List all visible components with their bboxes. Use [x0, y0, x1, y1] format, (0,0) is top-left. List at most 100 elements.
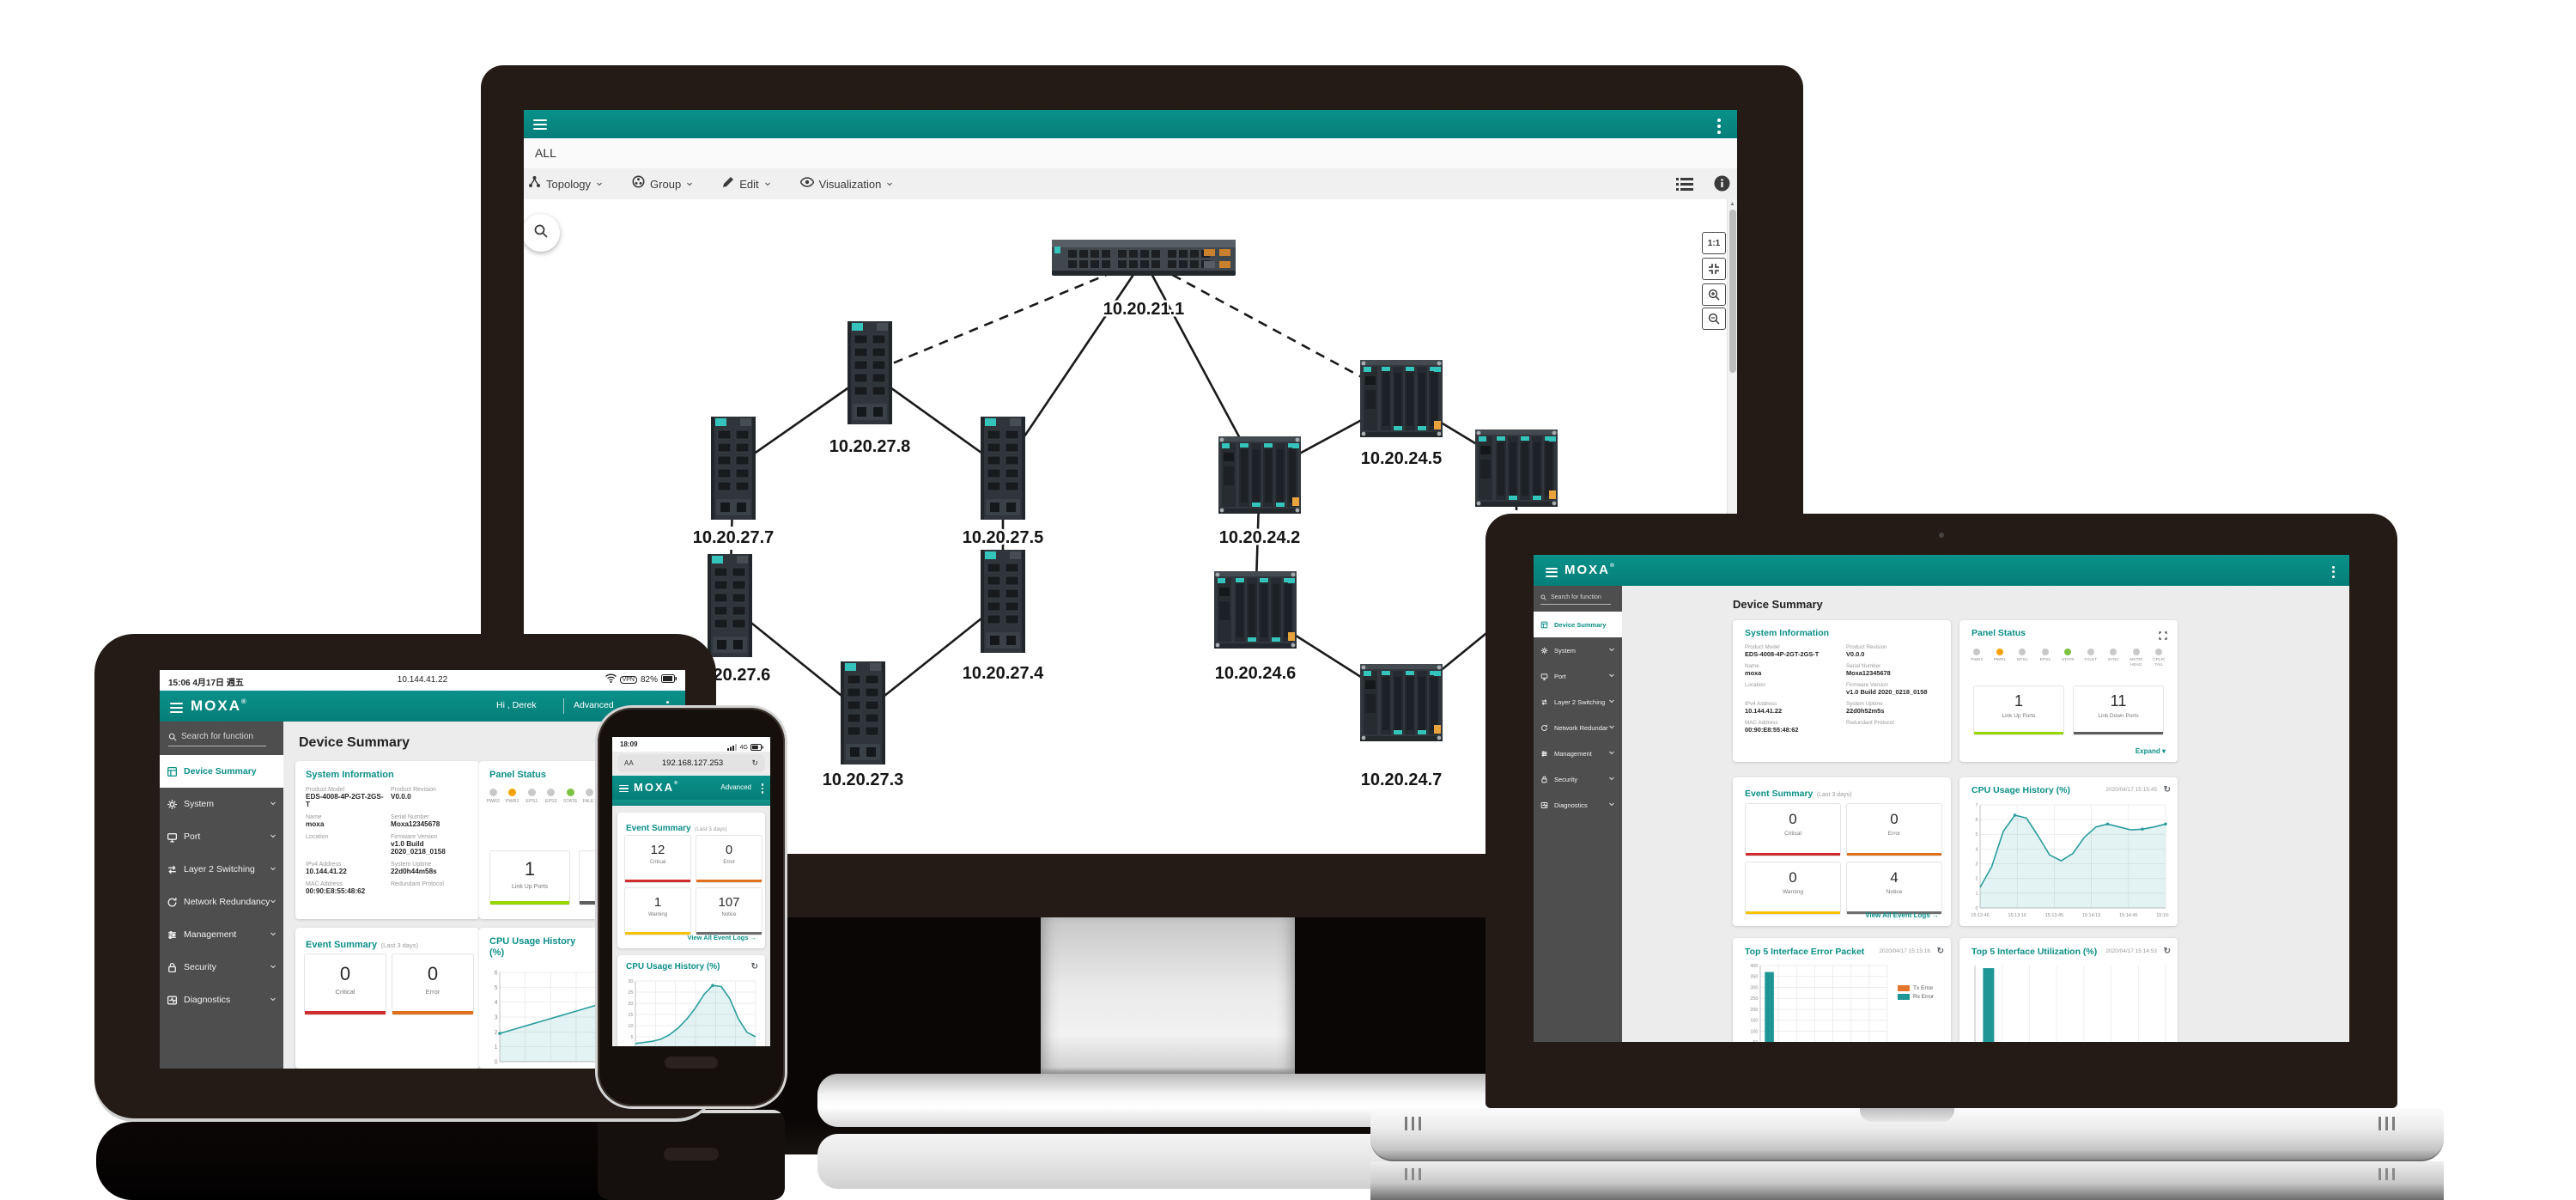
sidebar-item-diagnostics[interactable]: Diagnostics: [1534, 792, 1622, 818]
kebab-icon[interactable]: [761, 782, 763, 795]
text-size-button[interactable]: AA: [624, 759, 634, 767]
topology-node-10.20.21.1[interactable]: [1052, 240, 1236, 276]
view-all-event-logs-link[interactable]: View All Event Logs →: [1865, 911, 1939, 919]
refresh-icon[interactable]: ↻: [2163, 785, 2171, 795]
led-pwr1: PWR1: [504, 789, 522, 809]
reload-icon[interactable]: ↻: [751, 758, 758, 767]
sidebar-item-device-summary[interactable]: Device Summary: [1534, 612, 1622, 637]
phone-reflection: [598, 1110, 785, 1200]
menu-icon[interactable]: [619, 783, 629, 794]
zoom-100-button[interactable]: 1:1: [1702, 232, 1726, 254]
sidebar-item-management[interactable]: Management: [1534, 740, 1622, 766]
url-text[interactable]: 192.168.127.253: [661, 758, 724, 768]
chevron-down-icon: [1608, 646, 1615, 655]
node-ip-label: 10.20.24.6: [1215, 664, 1297, 683]
svg-text:1: 1: [495, 1045, 498, 1051]
info-icon[interactable]: [1714, 175, 1730, 196]
card-title: Top 5 Interface Utilization (%): [1971, 947, 2098, 957]
sidebar-item-device-summary[interactable]: Device Summary: [160, 755, 283, 788]
sidebar-item-system[interactable]: System: [160, 788, 283, 820]
sidebar-item-security[interactable]: Security: [160, 951, 283, 984]
topology-node-10.20.27.3[interactable]: [841, 661, 885, 764]
sidebar-item-port[interactable]: Port: [160, 820, 283, 853]
topology-node-hidden[interactable]: [1475, 429, 1558, 507]
scrollbar-thumb[interactable]: [1729, 210, 1736, 373]
sidebar-item-network-redundancy[interactable]: Network Redundancy: [160, 886, 283, 918]
expand-link[interactable]: Expand ▾: [2135, 747, 2166, 755]
chevron-down-icon: [1608, 723, 1615, 732]
list-view-icon[interactable]: [1676, 176, 1693, 196]
security-icon: [167, 962, 178, 973]
topology-link-solid[interactable]: [732, 371, 871, 470]
search-fab[interactable]: [524, 214, 560, 252]
menu-icon[interactable]: [533, 117, 547, 132]
network-type: 4G: [739, 744, 748, 751]
topology-node-10.20.27.5[interactable]: [981, 417, 1025, 520]
search-icon: [533, 223, 549, 243]
toolbar-visualization-menu[interactable]: Visualization: [799, 176, 894, 192]
node-ip-label: 10.20.27.8: [829, 437, 911, 456]
zoom-out-button[interactable]: [1702, 308, 1726, 330]
svg-text:15: 15: [628, 1013, 633, 1018]
link-up-ports: 1 Link Up Ports: [1973, 685, 2064, 735]
svg-text:2: 2: [495, 1030, 498, 1036]
sidebar-search[interactable]: Search for function: [168, 732, 266, 746]
sidebar-item-network-redundancy[interactable]: Network Redundancy: [1534, 715, 1622, 740]
chevron-down-icon: [1608, 775, 1615, 783]
phone-url-bar[interactable]: AA 192.168.127.253 ↻: [617, 754, 765, 772]
card-title: Panel Status: [1971, 628, 2026, 638]
tab-all[interactable]: ALL: [535, 146, 556, 160]
topology-link-solid[interactable]: [1001, 259, 1145, 469]
topology-link-solid[interactable]: [862, 600, 1004, 715]
kebab-icon[interactable]: [2332, 563, 2335, 580]
svg-text:250: 250: [1750, 996, 1758, 1002]
topology-link-dashed[interactable]: [869, 258, 1145, 375]
moxa-logo: MOXA®: [191, 697, 248, 714]
kebab-icon[interactable]: [1717, 116, 1721, 137]
zoom-fit-button[interactable]: [1702, 258, 1726, 280]
redundancy-icon: [1540, 724, 1548, 732]
advanced-menu[interactable]: Advanced: [574, 700, 614, 710]
refresh-icon[interactable]: ↻: [2163, 947, 2171, 956]
menu-icon[interactable]: [1546, 565, 1558, 579]
toolbar-edit-menu[interactable]: Edit: [722, 176, 770, 192]
chart-timestamp: 2020/04/17 15:14:53: [2105, 948, 2157, 954]
topology-node-10.20.24.7[interactable]: [1360, 664, 1443, 741]
sidebar-item-diagnostics[interactable]: Diagnostics: [160, 984, 283, 1016]
toolbar-topology-menu[interactable]: Topology: [528, 175, 603, 192]
sidebar-item-port[interactable]: Port: [1534, 663, 1622, 689]
management-icon: [1540, 750, 1548, 758]
topology-node-10.20.24.2[interactable]: [1218, 436, 1301, 514]
topology-node-10.20.24.6[interactable]: [1214, 571, 1297, 649]
tablet-sidebar: Search for function Device Summary Syste…: [160, 722, 283, 1069]
card-title: CPU Usage History (%): [1971, 785, 2070, 795]
switching-icon: [167, 864, 178, 875]
sidebar-item-management[interactable]: Management: [160, 918, 283, 951]
refresh-icon[interactable]: ↻: [1936, 947, 1944, 956]
utilization-card: Top 5 Interface Utilization (%) 2020/04/…: [1959, 938, 2178, 1042]
topology-node-10.20.24.5[interactable]: [1360, 360, 1443, 437]
sidebar-search[interactable]: Search for function: [1540, 594, 1611, 605]
topology-node-10.20.27.6[interactable]: [708, 554, 752, 657]
sidebar-item-layer-2-switching[interactable]: Layer 2 Switching: [160, 853, 283, 886]
topology-node-10.20.27.4[interactable]: [981, 550, 1025, 653]
fullscreen-icon[interactable]: [2159, 629, 2167, 644]
refresh-icon[interactable]: ↻: [750, 962, 758, 972]
toolbar-group-menu[interactable]: Group: [632, 175, 693, 192]
menu-icon[interactable]: [170, 700, 183, 716]
view-all-event-logs-link[interactable]: View All Event Logs →: [687, 934, 756, 941]
advanced-menu[interactable]: Advanced: [720, 783, 751, 791]
phone-app-header: MOXA® Advanced: [612, 776, 770, 800]
topology-node-10.20.27.7[interactable]: [711, 417, 756, 520]
sidebar-item-security[interactable]: Security: [1534, 766, 1622, 792]
sidebar-item-system[interactable]: System: [1534, 637, 1622, 663]
sidebar-item-layer-2-switching[interactable]: Layer 2 Switching: [1534, 689, 1622, 715]
zoom-in-button[interactable]: [1702, 283, 1726, 306]
system-icon: [167, 799, 178, 810]
mxview-header: [524, 110, 1737, 138]
home-button[interactable]: [664, 1055, 719, 1069]
info-field: Redundant Protocol: [391, 881, 444, 887]
topology-node-10.20.27.8[interactable]: [848, 321, 892, 424]
